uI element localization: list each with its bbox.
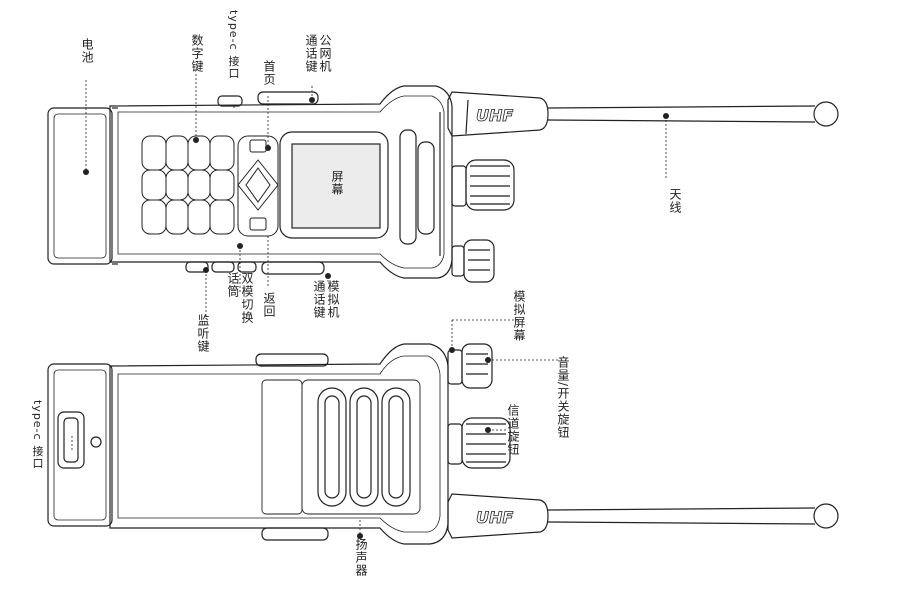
bottom-typec-port — [57, 411, 102, 469]
label-volume-knob: 音量/开关旋钮 — [556, 356, 570, 440]
front-view-radio — [47, 85, 839, 283]
label-back: 返回 — [262, 292, 276, 318]
speaker-grille — [317, 387, 411, 507]
top-knobs — [451, 159, 515, 283]
bottom-antenna — [447, 493, 839, 539]
label-digit-keys: 数字键 — [190, 34, 204, 73]
top-screen-frame — [279, 131, 389, 239]
label-dual-mode: 双模切换 话筒 — [226, 272, 254, 324]
label-typec-bottom: type-c 接口 — [31, 400, 44, 470]
back-view-radio — [47, 343, 839, 545]
leader-dots — [83, 97, 669, 539]
leader-lines — [71, 74, 667, 536]
top-body — [109, 85, 453, 279]
top-antenna — [447, 91, 839, 137]
label-ptt-analog: 模拟机 通话键 — [312, 280, 340, 319]
label-home: 首页 — [262, 60, 276, 86]
label-channel-knob: 信道旋钮 — [506, 404, 520, 456]
label-antenna: 天线 — [668, 188, 682, 214]
label-ptt-public: 公网机 通话键 — [304, 34, 332, 73]
uhf-top-label: UHF — [476, 106, 513, 125]
label-typec-top: type-c 接口 — [227, 10, 240, 80]
top-screen — [291, 143, 381, 229]
top-battery — [47, 107, 113, 265]
keypad — [141, 135, 235, 235]
label-monitor: 监听键 — [196, 314, 210, 353]
label-speaker: 扬声器 — [354, 538, 368, 577]
bottom-battery — [47, 363, 113, 527]
label-analog-screen: 模拟屏幕 — [512, 290, 526, 342]
label-screen: 屏幕 — [330, 170, 344, 196]
nav-cluster — [237, 135, 279, 237]
bottom-body — [109, 343, 449, 545]
uhf-bottom-label: UHF — [476, 508, 513, 527]
bottom-knobs — [447, 343, 511, 469]
label-battery: 电池 — [80, 38, 94, 64]
